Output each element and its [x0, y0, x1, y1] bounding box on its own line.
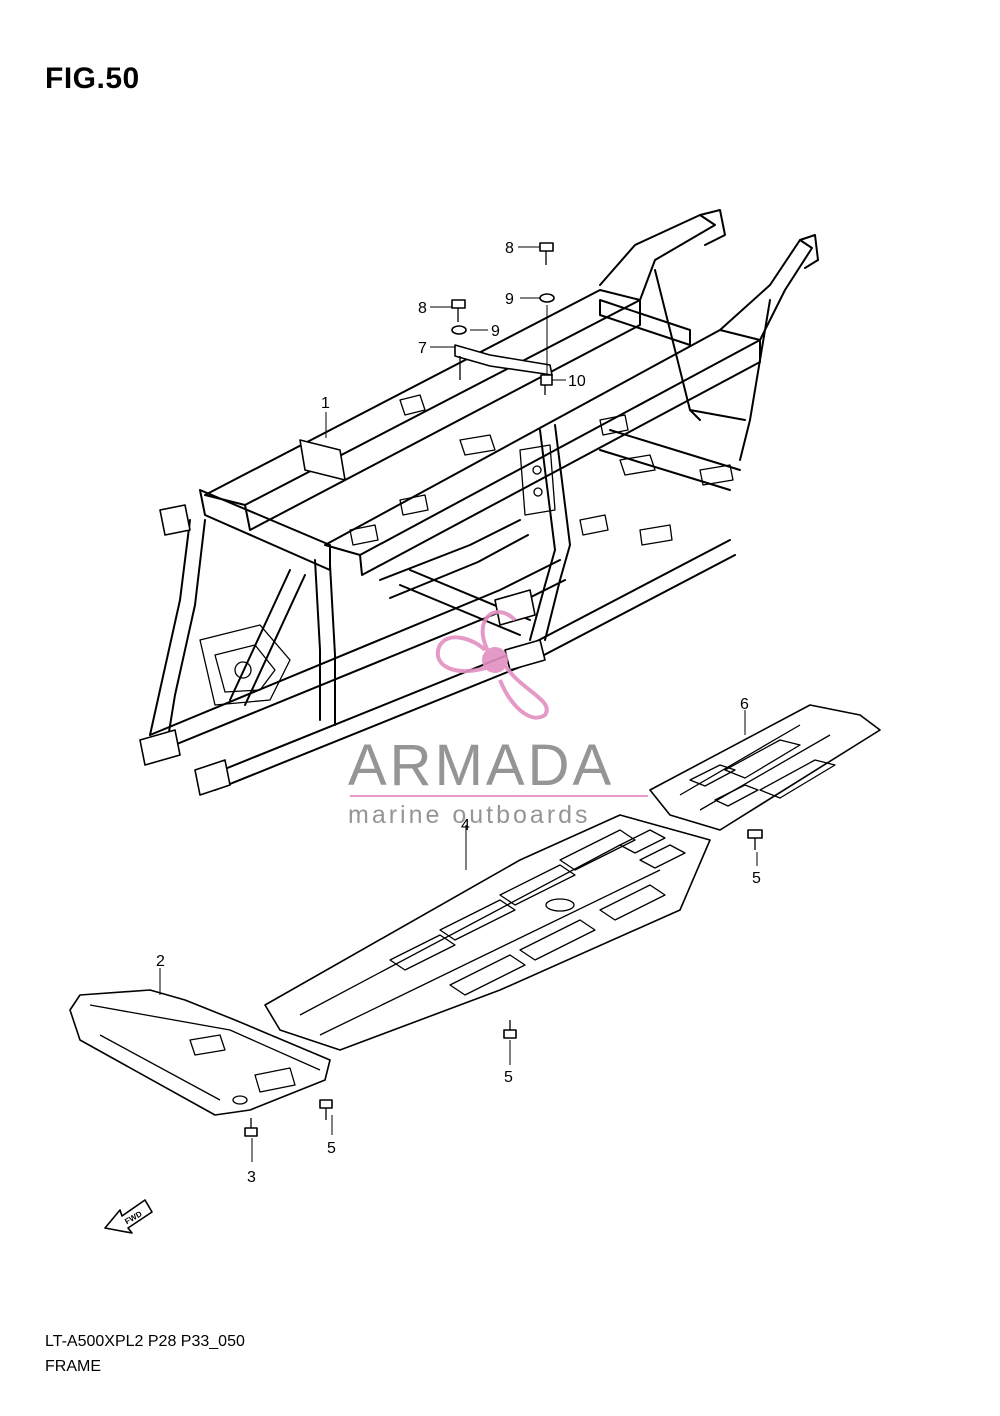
- middle-skid-plate: [264, 814, 711, 1065]
- callout-3: 3: [247, 1169, 256, 1186]
- callout-9-left: 9: [491, 323, 500, 340]
- fwd-arrow-icon: FWD: [104, 1199, 153, 1234]
- callout-8-right: 8: [505, 240, 514, 257]
- callout-9-right: 9: [505, 291, 514, 308]
- armada-watermark: ARMADA marine outboards: [348, 610, 648, 829]
- front-skid-plate: [69, 968, 333, 1162]
- propeller-logo-icon: [436, 610, 549, 720]
- figure-title: FIG.50: [45, 62, 140, 95]
- section-name: FRAME: [45, 1358, 101, 1375]
- callout-labels: 1 2 3 4 5 5 5 6 7 8 8 9 9 10: [156, 240, 761, 1186]
- callout-4: 4: [461, 817, 470, 834]
- watermark-tagline: marine outboards: [348, 801, 591, 829]
- callout-1: 1: [321, 395, 330, 412]
- frame-assembly: [139, 209, 819, 796]
- rear-skid-plate: [649, 704, 881, 866]
- callout-2: 2: [156, 953, 165, 970]
- callout-5-front: 5: [327, 1140, 336, 1157]
- top-bracket-group: [430, 242, 566, 395]
- model-code: LT-A500XPL2 P28 P33_050: [45, 1333, 245, 1350]
- callout-8-left: 8: [418, 300, 427, 317]
- callout-10: 10: [568, 373, 586, 390]
- callout-6: 6: [740, 696, 749, 713]
- callout-5-center: 5: [504, 1069, 513, 1086]
- callout-7: 7: [418, 340, 427, 357]
- callout-5-rear: 5: [752, 870, 761, 887]
- watermark-brand: ARMADA: [348, 733, 614, 798]
